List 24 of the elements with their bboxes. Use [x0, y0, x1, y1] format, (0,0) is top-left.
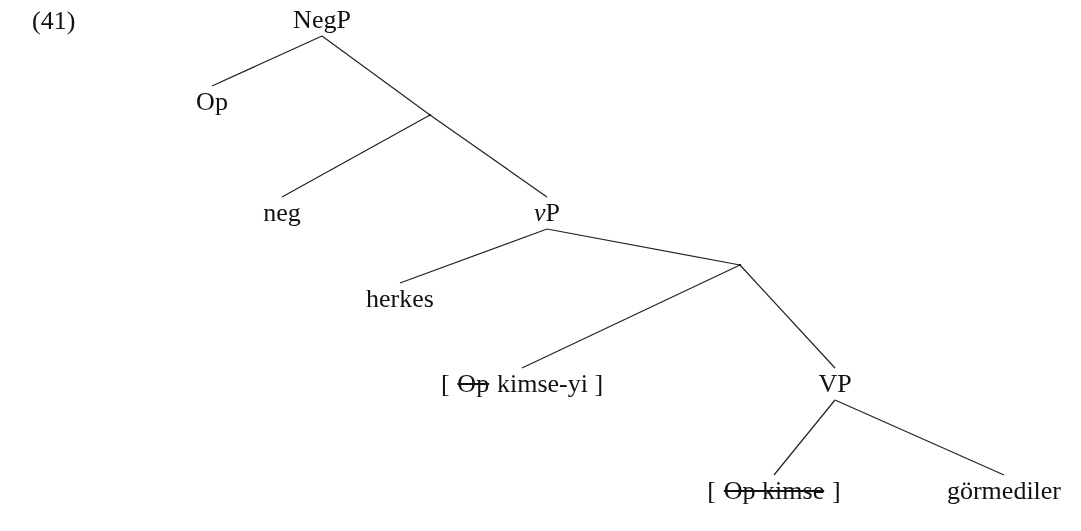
node-word: ] [832, 477, 841, 505]
tree-node-label: görmediler [946, 475, 1062, 507]
tree-node-label: Op [196, 86, 228, 118]
node-word: kimse-yi ] [496, 370, 604, 398]
tree-branch [321, 35, 431, 116]
example-number: (41) [32, 6, 76, 36]
tree-branch [211, 35, 323, 87]
tree-node-label: neg [263, 197, 301, 229]
tree-node-label: NegP [293, 4, 351, 36]
struck-out-word: Op [457, 370, 490, 398]
tree-branch [399, 228, 548, 284]
struck-out-word: Op kimse [723, 477, 825, 505]
tree-node-label: herkes [366, 283, 434, 315]
tree-node-label: vP [534, 197, 560, 229]
tree-branch [739, 264, 836, 369]
tree-branch [773, 399, 836, 476]
node-word: [ [707, 477, 716, 505]
tree-branch [521, 264, 741, 369]
node-word: [ [440, 370, 450, 398]
tree-node-label: VP [818, 368, 852, 400]
tree-branch [546, 228, 741, 266]
tree-branch [281, 114, 431, 198]
tree-branch [834, 399, 1005, 476]
tree-branch [429, 114, 548, 198]
